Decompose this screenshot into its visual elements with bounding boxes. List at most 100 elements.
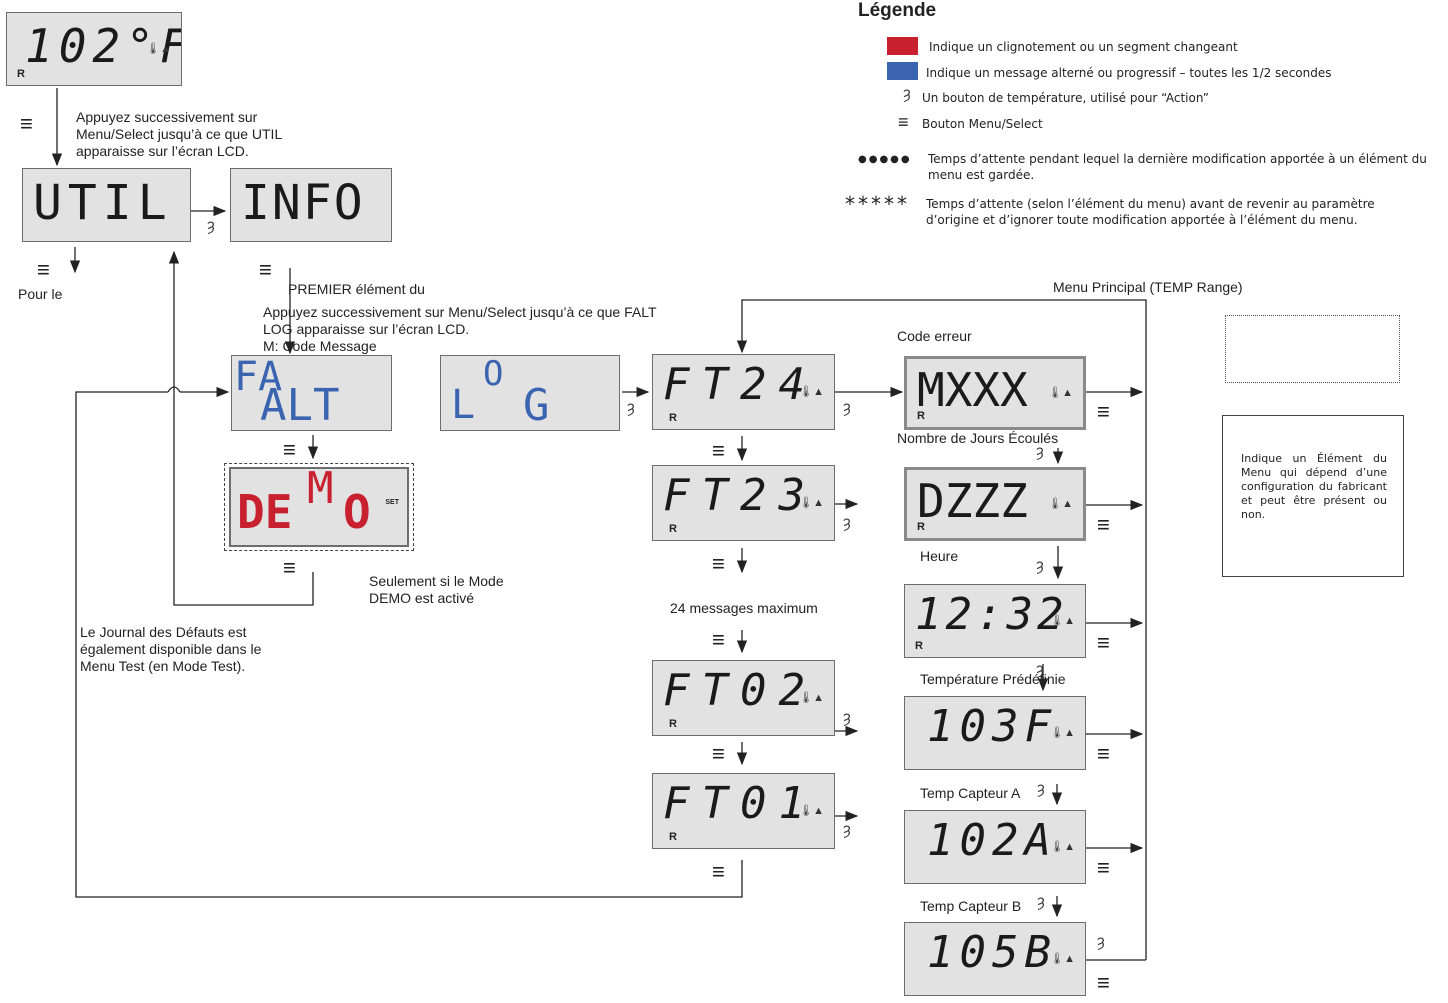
lcd-l-text: L (451, 382, 482, 428)
lcd-dzzz-text: DZZZ (917, 474, 1028, 528)
lcd-105b: 105B 🌡▲ (904, 922, 1086, 996)
lcd-set-label: SET (385, 499, 399, 506)
lcd-falt: FA ALT (231, 355, 392, 431)
lcd-ft23: FT23 R 🌡▲ (652, 465, 835, 541)
lcd-o2-text: O (343, 485, 371, 539)
temp-button-icon: Ȝ (903, 86, 911, 102)
thermo-icon: 🌡▲ (799, 691, 824, 704)
temp-icon: Ȝ (207, 218, 215, 234)
temp-icon: Ȝ (1036, 444, 1044, 460)
lcd-alt-text: ALT (260, 380, 340, 431)
temp-icon: Ȝ (1097, 934, 1105, 950)
capteur-a-label: Temp Capteur A (920, 785, 1021, 801)
legend-stars-symbol: ***** (845, 192, 910, 216)
lcd-ft24-text: FT24 (663, 359, 817, 410)
red-swatch (887, 37, 918, 55)
temp-icon: Ȝ (627, 400, 635, 416)
lcd-mxxx-text: MXXX (917, 363, 1028, 417)
lcd-ft02: FT02 R 🌡▲ (652, 660, 835, 736)
lcd-103f: 103F 🌡▲ (904, 696, 1086, 770)
thermo-icon: 🌡▲ (1048, 498, 1073, 511)
lcd-top-temp: 102°F R 🌡▲ (6, 12, 182, 86)
menu-icon: ≡ (712, 741, 725, 766)
menu-icon: ≡ (712, 438, 725, 463)
legend-dots-symbol: ●●●●● (858, 154, 912, 165)
max24-label: 24 messages maximum (670, 600, 818, 616)
menu-principal-label: Menu Principal (TEMP Range) (1053, 279, 1243, 295)
menu-icon: ≡ (259, 257, 272, 282)
menu-icon: ≡ (1097, 512, 1110, 537)
lcd-util: UTIL (22, 168, 191, 242)
lcd-o-text: O (483, 355, 510, 394)
menu-button-icon: ≡ (898, 112, 909, 132)
lcd-r-label: R (669, 412, 677, 424)
thermo-icon: 🌡▲ (799, 804, 824, 817)
lcd-r-label: R (917, 521, 925, 533)
temp-icon: Ȝ (843, 515, 851, 531)
lcd-mxxx: MXXX R 🌡▲ (904, 356, 1086, 430)
menu-icon: ≡ (1097, 630, 1110, 655)
menu-icon: ≡ (1097, 399, 1110, 424)
capteur-b-label: Temp Capteur B (920, 898, 1022, 914)
demo-only-label: Seulement si le Mode DEMO est activé (369, 573, 504, 606)
lcd-102a-text: 102A (927, 815, 1057, 866)
lcd-top-text: 102°F (25, 19, 182, 73)
journal-label: Le Journal des Défauts est également dis… (80, 624, 262, 674)
lcd-time: 12:32 R 🌡▲ (904, 584, 1086, 658)
legend-title: Légende (858, 0, 937, 21)
premier-label: PREMIER élément du (288, 281, 425, 297)
jours-label: Nombre de Jours Écoulés (897, 430, 1059, 446)
lcd-105b-text: 105B (927, 927, 1057, 978)
legend-red-text: Indique un clignotement ou un segment ch… (929, 40, 1238, 54)
menu-icon: ≡ (1097, 970, 1110, 995)
temp-icon: Ȝ (1037, 894, 1045, 910)
thermo-icon: 🌡▲ (1050, 614, 1075, 627)
legend-blue-text: Indique un message alterné ou progressif… (926, 66, 1332, 80)
thermo-icon: 🌡▲ (1050, 952, 1075, 965)
lcd-ft01: FT01 R 🌡▲ (652, 773, 835, 849)
lcd-log: L O G (440, 355, 620, 431)
menu-icon: ≡ (712, 551, 725, 576)
temp-pre-label: Température Prédéfinie (920, 671, 1066, 687)
lcd-r-label: R (669, 718, 677, 730)
thermo-icon: 🌡▲ (1048, 387, 1073, 400)
lcd-r-label: R (669, 831, 677, 843)
menu-icon: ≡ (1097, 741, 1110, 766)
lcd-de-text: DE (237, 485, 293, 539)
code-erreur-label: Code erreur (897, 328, 972, 344)
demo-dashed-frame (224, 463, 414, 551)
menu-icon: ≡ (20, 111, 33, 136)
menu-icon: ≡ (1097, 855, 1110, 880)
press-falt-label: Appuyez successivement sur Menu/Select j… (263, 304, 657, 337)
thermo-icon: 🌡▲ (1050, 840, 1075, 853)
lcd-info: INFO (230, 168, 392, 242)
thermo-icon: 🌡▲ (1050, 726, 1075, 739)
temp-icon: Ȝ (843, 822, 851, 838)
lcd-r-label: R (915, 640, 923, 652)
lcd-time-text: 12:32 (915, 589, 1068, 640)
optional-element-note-box: Indique un Élément du Menu qui dépend d’… (1222, 415, 1404, 577)
lcd-r-label: R (669, 523, 677, 535)
lcd-info-text: INFO (241, 175, 365, 231)
optional-element-note: Indique un Élément du Menu qui dépend d’… (1241, 452, 1387, 521)
temp-icon: Ȝ (1037, 781, 1045, 797)
lcd-g-text: G (523, 380, 556, 431)
menu-icon: ≡ (712, 627, 725, 652)
lcd-dzzz: DZZZ R 🌡▲ (904, 467, 1086, 541)
lcd-fa-text: FA (234, 355, 283, 400)
lcd-m-text: M (307, 467, 334, 514)
legend-dots-text: Temps d’attente pendant lequel la derniè… (928, 152, 1427, 182)
legend-temp-text: Un bouton de température, utilisé pour “… (922, 91, 1209, 105)
m-code-label: M: Code Message (263, 338, 377, 354)
temp-icon: Ȝ (1036, 662, 1044, 678)
press-util-label: Appuyez successivement sur Menu/Select j… (76, 109, 282, 159)
lcd-util-text: UTIL (33, 175, 173, 231)
lcd-r-label: R (917, 410, 925, 422)
lcd-ft24: FT24 R 🌡▲ (652, 354, 835, 430)
lcd-102a: 102A 🌡▲ (904, 810, 1086, 884)
thermo-icon: 🌡▲ (799, 385, 824, 398)
temp-icon: Ȝ (1036, 558, 1044, 574)
heure-label: Heure (920, 548, 959, 564)
lcd-demo: DE M O SET (229, 467, 409, 547)
